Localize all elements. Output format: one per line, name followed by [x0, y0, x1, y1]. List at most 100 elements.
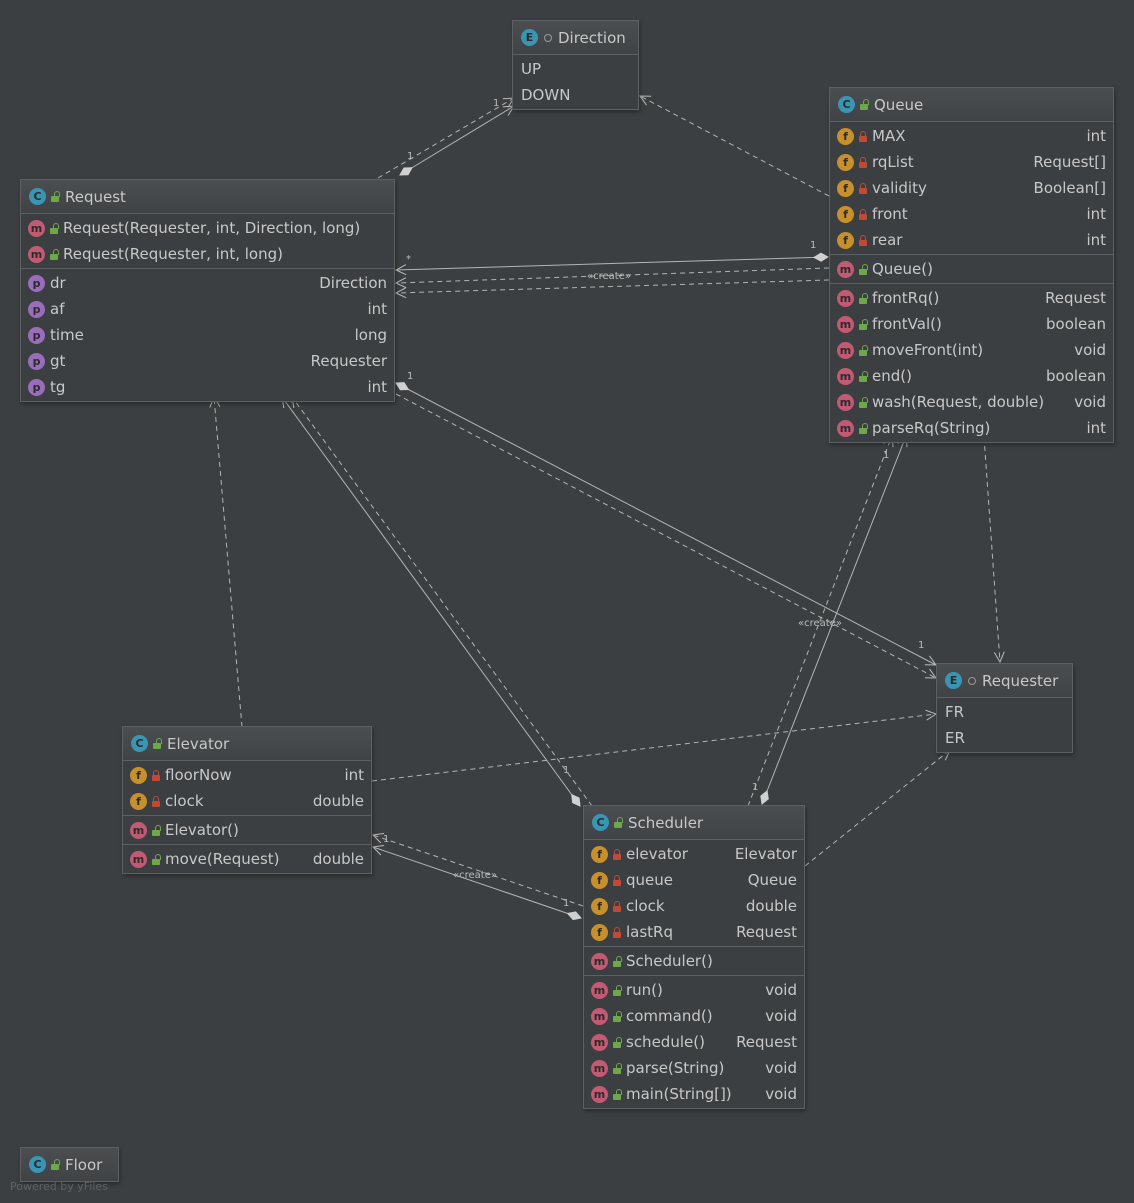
mult-scheduler-elevator-1b: 1 — [563, 898, 569, 909]
enum-constant: DOWN — [521, 86, 571, 104]
field-row: f queue Queue — [584, 867, 804, 893]
method-row: m moveFront(int) void — [830, 337, 1113, 363]
method-row: m wash(Request, double) void — [830, 389, 1113, 415]
enum-icon: E — [521, 29, 538, 46]
private-icon — [613, 900, 621, 912]
method-row: m main(String[]) void — [584, 1081, 804, 1107]
public-icon — [859, 318, 868, 330]
mult-queue-request-many: * — [406, 254, 411, 265]
public-icon — [613, 955, 622, 967]
public-icon — [614, 817, 623, 828]
edge-elevator-request-dependency — [214, 397, 243, 728]
edge-scheduler-elevator-composition — [373, 847, 581, 918]
enum-icon: E — [945, 672, 962, 689]
scheduler-class-node[interactable]: C Scheduler f elevator Elevator f queue … — [583, 805, 805, 1109]
method-icon: m — [28, 219, 45, 237]
label-create-queue-request: «create» — [587, 271, 631, 282]
property-icon: p — [28, 300, 45, 318]
constructor-row: m Request(Requester, int, Direction, lon… — [21, 215, 394, 241]
edge-scheduler-request-composition — [282, 397, 580, 806]
field-icon: f — [837, 153, 854, 171]
class-icon: C — [29, 1156, 46, 1173]
runnable-class-icon: C — [592, 814, 609, 831]
requester-header: E Requester — [937, 664, 1072, 698]
public-icon — [859, 396, 868, 408]
private-icon — [859, 156, 867, 168]
mult-request-direction-1a: 1 — [407, 151, 413, 162]
method-icon: m — [130, 821, 147, 839]
constructor-row: m Elevator() — [123, 817, 371, 843]
private-icon — [859, 182, 867, 194]
queue-class-node[interactable]: C Queue f MAX int f rqList Request[] f v… — [829, 87, 1114, 443]
label-create-request-requester: «create» — [798, 618, 842, 629]
direction-enum-node[interactable]: E Direction UP DOWN — [512, 20, 639, 110]
method-icon: m — [591, 952, 608, 970]
mult-scheduler-elevator-1a: 1 — [383, 834, 389, 845]
constructor-row: m Request(Requester, int, long) — [21, 241, 394, 267]
public-icon — [50, 248, 59, 260]
elevator-header: C Elevator — [123, 727, 371, 761]
class-icon: C — [131, 735, 148, 752]
edge-queue-direction-dependency — [640, 96, 830, 197]
field-row: f elevator Elevator — [584, 841, 804, 867]
edge-queue-request-composition — [396, 257, 828, 270]
field-row: f clock double — [584, 893, 804, 919]
public-icon — [613, 1036, 622, 1048]
method-icon: m — [837, 260, 854, 278]
field-icon: f — [837, 127, 854, 145]
scheduler-header: C Scheduler — [584, 806, 804, 840]
edge-scheduler-elevator-create — [373, 835, 584, 907]
mult-request-requester-1a: 1 — [407, 371, 413, 382]
request-header: C Request — [21, 180, 394, 214]
mult-scheduler-queue-1b: 1 — [752, 782, 758, 793]
requester-title: Requester — [982, 671, 1059, 690]
method-icon: m — [837, 393, 854, 411]
request-class-node[interactable]: C Request m Request(Requester, int, Dire… — [20, 179, 395, 402]
public-icon — [859, 263, 868, 275]
enum-constant: UP — [521, 60, 542, 78]
label-create-scheduler-elevator: «create» — [453, 870, 497, 881]
constructor-row: m Queue() — [830, 256, 1113, 282]
private-icon — [613, 848, 621, 860]
property-row: p af int — [21, 296, 394, 322]
method-icon: m — [837, 367, 854, 385]
field-row: f rear int — [830, 227, 1113, 253]
field-icon: f — [837, 231, 854, 249]
public-icon — [51, 191, 60, 202]
method-icon: m — [837, 289, 854, 307]
request-title: Request — [65, 187, 126, 206]
elevator-class-node[interactable]: C Elevator f floorNow int f clock double… — [122, 726, 372, 874]
field-icon: f — [837, 179, 854, 197]
field-row: f lastRq Request — [584, 919, 804, 945]
private-icon — [859, 208, 867, 220]
private-icon — [613, 926, 621, 938]
field-row: f front int — [830, 201, 1113, 227]
direction-title: Direction — [558, 28, 626, 47]
method-row: m frontRq() Request — [830, 285, 1113, 311]
property-icon: p — [28, 326, 45, 344]
class-icon: C — [838, 96, 855, 113]
mult-queue-request-1: 1 — [810, 240, 816, 251]
method-row: m run() void — [584, 977, 804, 1003]
method-icon: m — [591, 981, 608, 999]
elevator-title: Elevator — [167, 734, 230, 753]
edge-queue-requester-dependency — [983, 436, 1000, 662]
method-icon: m — [591, 1007, 608, 1025]
method-row: m schedule() Request — [584, 1029, 804, 1055]
property-row: p tg int — [21, 374, 394, 400]
floor-class-node[interactable]: C Floor — [20, 1147, 119, 1182]
method-row: m move(Request) double — [123, 846, 371, 872]
field-row: f MAX int — [830, 123, 1113, 149]
public-icon — [613, 1062, 622, 1074]
public-icon — [613, 1088, 622, 1100]
requester-enum-node[interactable]: E Requester FR ER — [936, 663, 1073, 753]
package-visibility-icon — [544, 33, 552, 42]
field-row: f clock double — [123, 788, 371, 814]
field-icon: f — [130, 792, 147, 810]
private-icon — [152, 769, 160, 781]
edge-elevator-requester-dependency — [371, 714, 936, 782]
method-icon: m — [130, 850, 147, 868]
public-icon — [51, 1159, 60, 1170]
field-row: f rqList Request[] — [830, 149, 1113, 175]
